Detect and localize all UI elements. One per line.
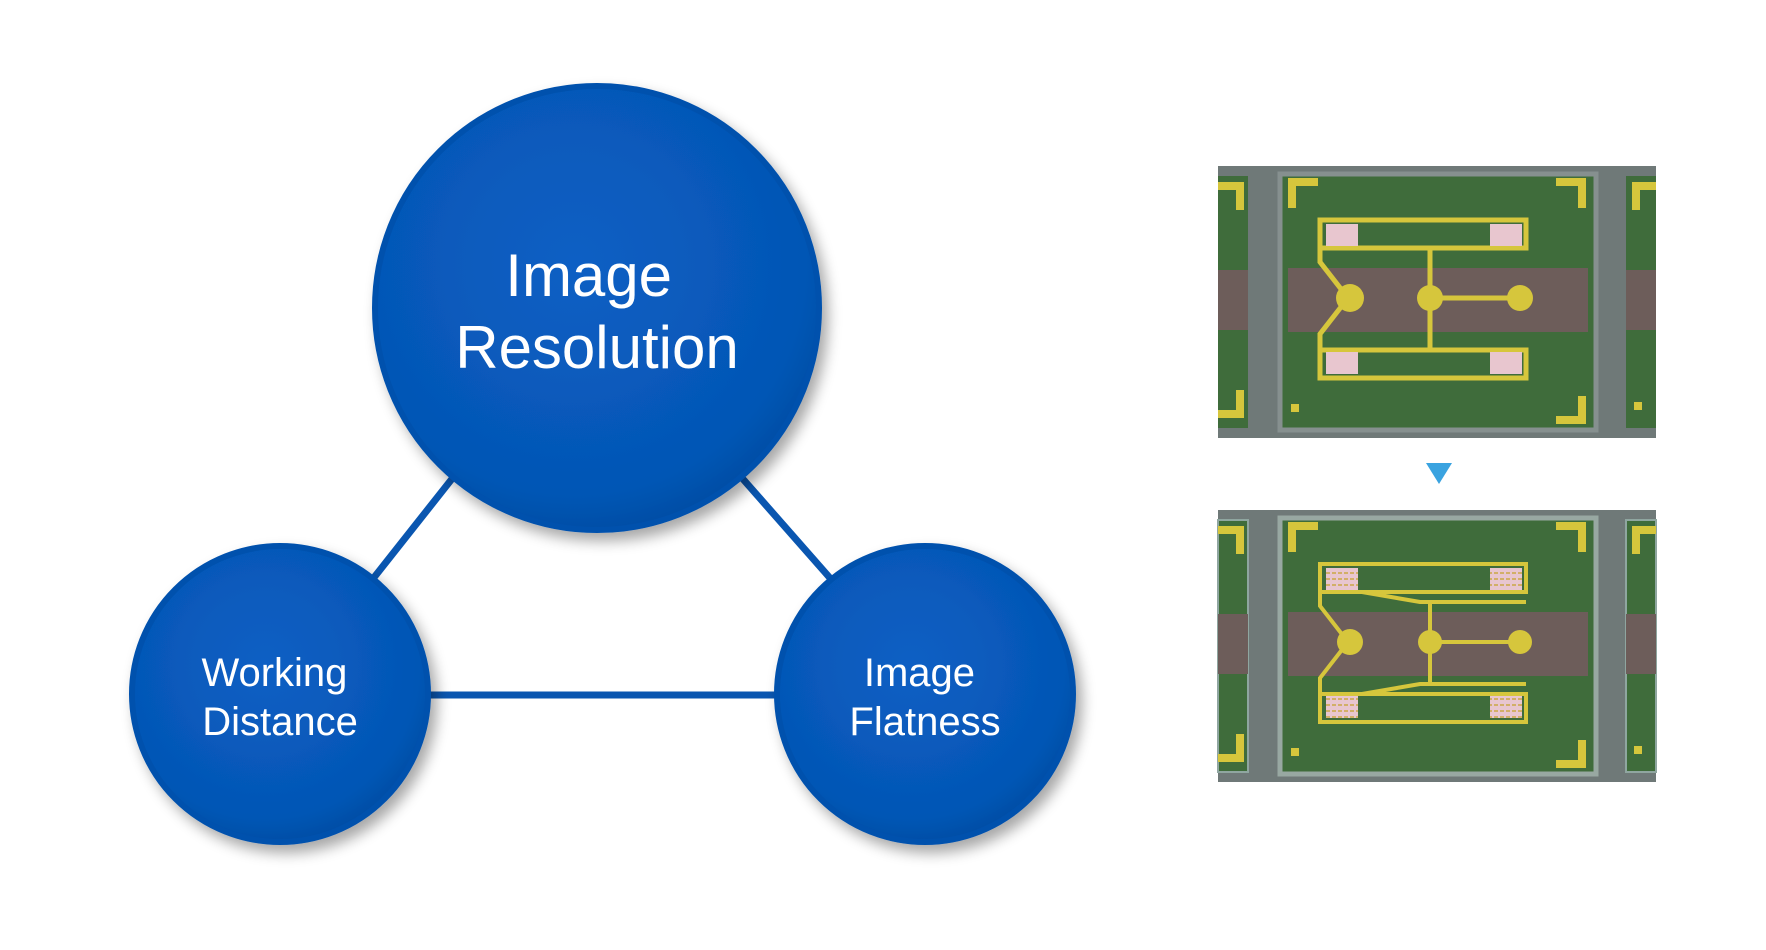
connector-resolution-working-distance [369,472,458,583]
node-working-distance-line1: Working [201,651,347,695]
node-image-flatness: Image Flatness [774,543,1076,845]
node-image-resolution-line1: Image [505,242,672,309]
node-image-resolution: Image Resolution [372,83,822,533]
svg-text:Image Resolution: Image Resolution [455,242,739,381]
connectors [369,467,833,699]
node-image-flatness-line1: Image [864,651,975,695]
down-arrow-icon [1426,463,1452,484]
node-image-resolution-line2: Resolution [455,314,739,381]
svg-text:Image Flatness: Image Flatness [849,651,1000,744]
svg-text:Working Distance: Working Distance [201,651,358,744]
node-image-flatness-line2: Flatness [849,700,1000,744]
chip-image-before [1218,166,1656,438]
node-working-distance-line2: Distance [202,700,358,744]
chip-image-after [1217,510,1657,782]
connector-resolution-flatness [732,467,833,581]
node-working-distance: Working Distance [129,543,431,845]
